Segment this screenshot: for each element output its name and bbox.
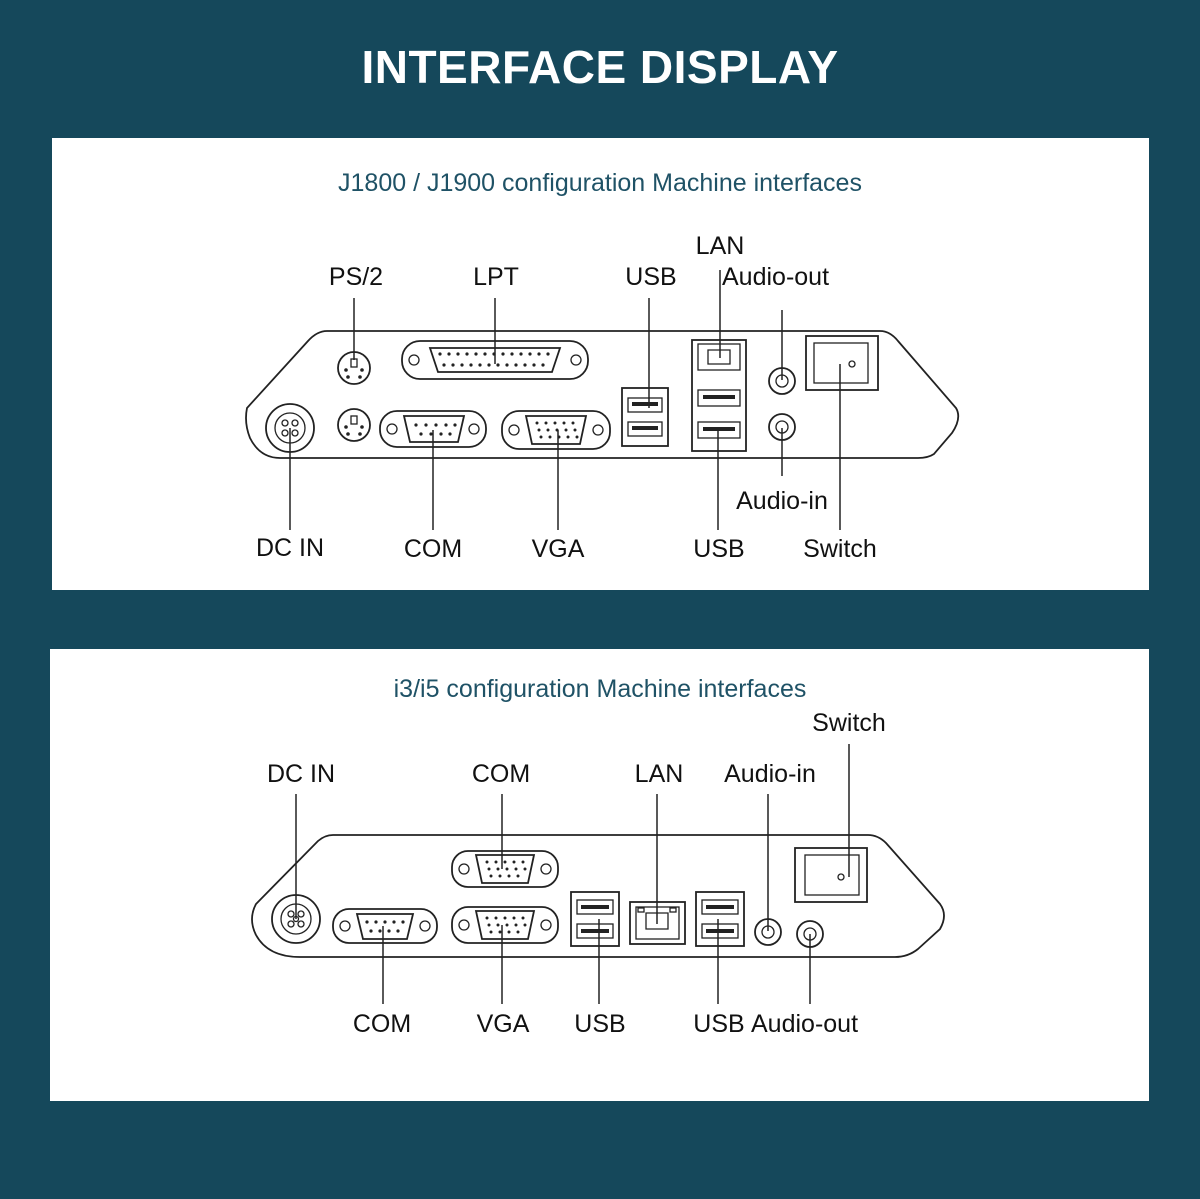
label-dc-in: DC IN (267, 760, 335, 788)
label-switch: Switch (812, 709, 886, 737)
usb-port-stack-left (570, 891, 620, 947)
panel1-subtitle: J1800 / J1900 configuration Machine inte… (338, 169, 862, 197)
panel2-subtitle: i3/i5 configuration Machine interfaces (394, 675, 807, 703)
usb-port-stack (621, 387, 669, 447)
label-ps2: PS/2 (329, 263, 383, 291)
power-switch (794, 847, 868, 903)
label-audio-out: Audio-out (722, 263, 829, 291)
label-usb-left: USB (574, 1010, 625, 1038)
label-com: COM (404, 535, 462, 563)
label-usb-top: USB (625, 263, 676, 291)
label-com-bottom: COM (353, 1010, 411, 1038)
label-dc-in: DC IN (256, 534, 324, 562)
label-switch: Switch (803, 535, 877, 563)
label-lan: LAN (696, 232, 745, 260)
label-audio-in: Audio-in (736, 487, 828, 515)
ps2-port-lower (337, 408, 371, 442)
label-vga: VGA (532, 535, 585, 563)
lan-usb-stack (691, 339, 747, 452)
com-port-bottom (332, 908, 438, 944)
label-vga: VGA (477, 1010, 530, 1038)
i3-i5-back-panel-diagram: i3/i5 configuration Machine interfaces (251, 675, 945, 1038)
label-usb-right: USB (693, 1010, 744, 1038)
com-port-top (451, 850, 559, 888)
com-port (379, 410, 487, 448)
label-lan: LAN (635, 760, 684, 788)
label-com-top: COM (472, 760, 530, 788)
usb-port-stack-right (695, 891, 745, 947)
audio-in-jack (754, 918, 782, 946)
label-audio-out: Audio-out (751, 1010, 858, 1038)
audio-out-jack (768, 367, 796, 395)
label-usb-bottom: USB (693, 535, 744, 563)
vga-port (501, 410, 611, 450)
label-audio-in: Audio-in (724, 760, 816, 788)
power-switch (805, 335, 879, 391)
i3-i5-interface-panel: i3/i5 configuration Machine interfaces (50, 649, 1149, 1101)
j1900-interface-panel: J1800 / J1900 configuration Machine inte… (52, 138, 1149, 590)
label-lpt: LPT (473, 263, 519, 291)
j1900-back-panel-diagram: J1800 / J1900 configuration Machine inte… (245, 169, 960, 563)
page-title: INTERFACE DISPLAY (361, 41, 839, 93)
vga-port (451, 906, 559, 944)
